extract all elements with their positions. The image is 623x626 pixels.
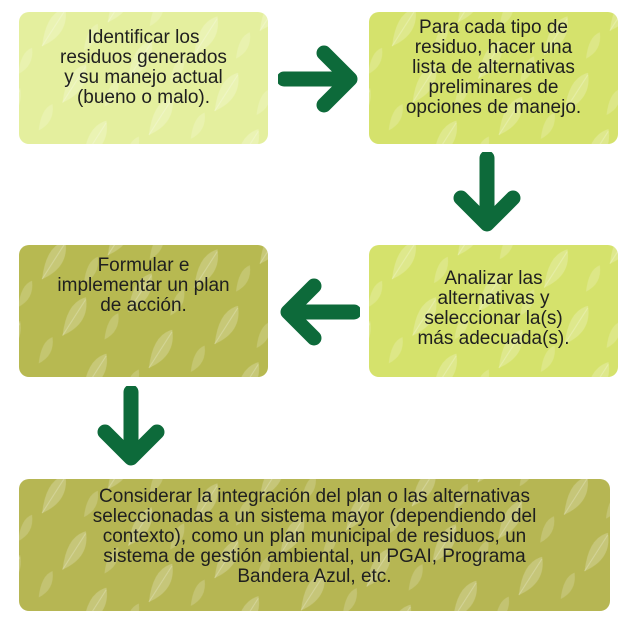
step-4-text: Formular e implementar un plan de acción…	[57, 255, 230, 316]
leaf-pattern-background	[19, 245, 268, 377]
arrow-left-icon	[280, 278, 360, 346]
step-2-text: Para cada tipo de residuo, hacer una lis…	[405, 17, 582, 118]
leaf-pattern-background	[19, 12, 268, 144]
arrow-down-icon	[453, 152, 521, 232]
step-3-text: Analizar las alternativas y seleccionar …	[417, 268, 570, 349]
step-1-box: Identificar los residuos generados y su …	[19, 12, 268, 144]
leaf-pattern-background	[19, 479, 610, 611]
leaf-pattern-background	[369, 12, 618, 144]
step-4-box: Formular e implementar un plan de acción…	[19, 245, 268, 377]
leaf-pattern-background	[369, 245, 618, 377]
step-5-text: Considerar la integración del plan o las…	[92, 486, 537, 587]
arrow-down-icon	[97, 386, 165, 466]
step-1-text: Identificar los residuos generados y su …	[60, 27, 227, 108]
arrow-right-icon	[278, 45, 358, 113]
step-3-box: Analizar las alternativas y seleccionar …	[369, 245, 618, 377]
step-2-box: Para cada tipo de residuo, hacer una lis…	[369, 12, 618, 144]
step-5-box: Considerar la integración del plan o las…	[19, 479, 610, 611]
